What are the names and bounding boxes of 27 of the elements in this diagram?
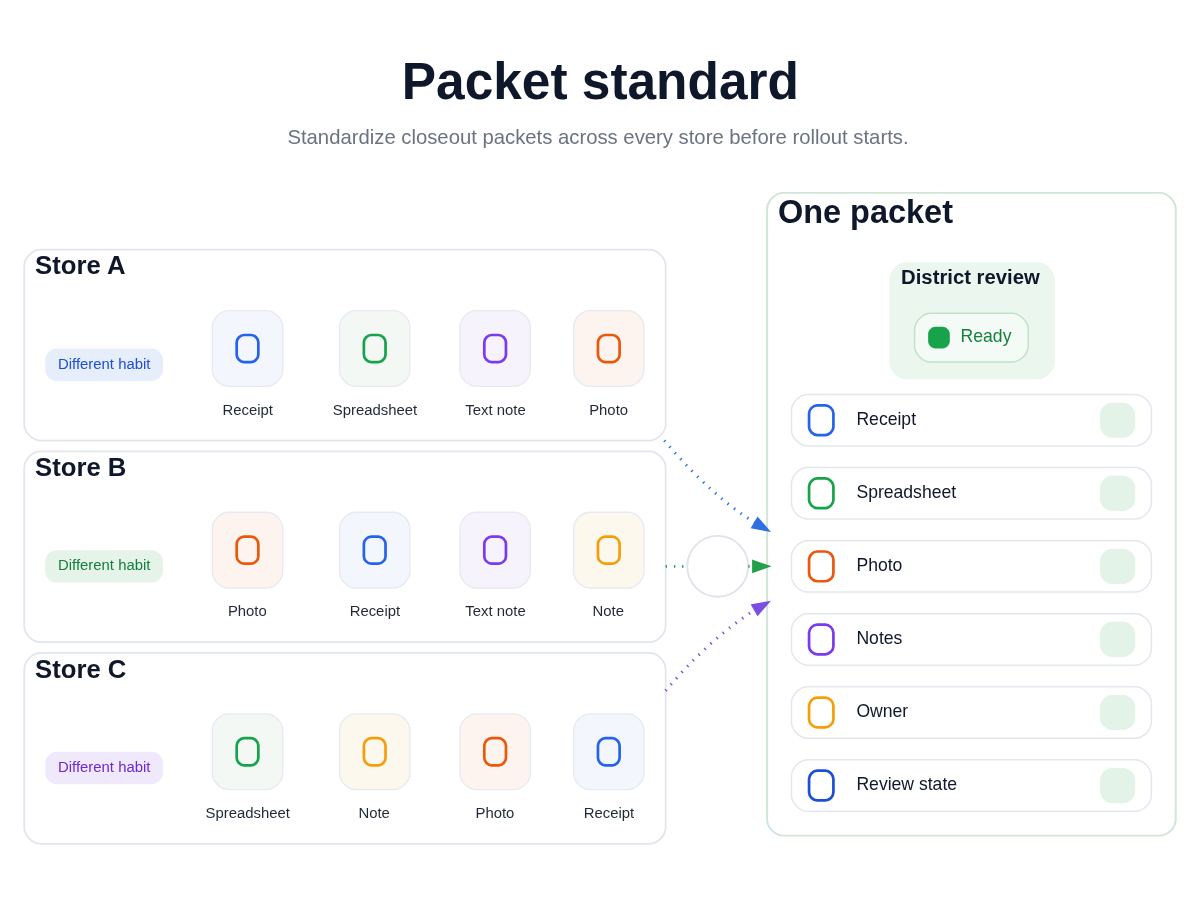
diagram-title: Packet standard (401, 52, 799, 111)
node-label: Photo (475, 804, 515, 821)
node-box: Spreadsheet (790, 466, 1153, 520)
node-box: Notes (790, 613, 1153, 666)
node-label: Receipt (583, 804, 635, 821)
node-box: Ready (913, 312, 1029, 363)
node-box: Review state (790, 759, 1153, 813)
node-box: Receipt (790, 393, 1153, 447)
node-label: Text note (465, 603, 526, 620)
arrow (664, 600, 771, 692)
arrow (663, 439, 771, 533)
node-box: Owner (790, 686, 1153, 739)
node-label: Photo (227, 603, 267, 620)
caption: Standardize closeout packets across every store before rollout starts. (287, 125, 909, 148)
node-label: Note (592, 603, 624, 620)
node-label: Photo (589, 401, 629, 418)
node-box: Photo (790, 539, 1153, 593)
arrow (748, 559, 772, 574)
node-label: Receipt (349, 603, 401, 620)
node-label: Receipt (222, 401, 273, 418)
node-label: Spreadsheet (332, 401, 418, 418)
node-label: Note (358, 804, 390, 821)
node-box: Different habit (45, 348, 163, 381)
node-label: Text note (465, 401, 526, 418)
node-circle (686, 534, 750, 598)
node-label: Spreadsheet (205, 804, 290, 821)
node-box: Different habit (45, 550, 163, 583)
